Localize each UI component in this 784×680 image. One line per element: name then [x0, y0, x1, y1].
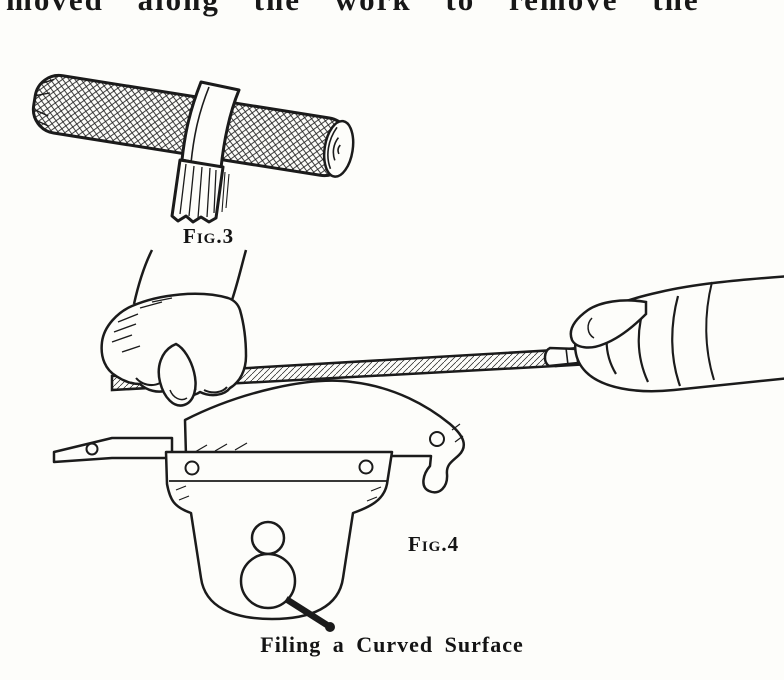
fig4-illustration — [52, 249, 784, 632]
file-handle-knob — [543, 346, 580, 368]
left-hand-shading — [111, 297, 173, 353]
workpiece-left-bar — [52, 436, 174, 464]
figure-caption: Filing a Curved Surface — [260, 632, 524, 657]
vise-screw-boss-small — [250, 520, 286, 556]
vise-screw-boss-large — [239, 552, 297, 610]
curved-workpiece — [183, 379, 466, 494]
right-thumb — [569, 299, 648, 349]
vise-jaw-bolt-right — [358, 459, 374, 475]
clipped-text-line: moved along the work to remove the — [0, 0, 784, 17]
left-wrist-lines — [132, 249, 248, 305]
fig3-label: Fig.3 — [183, 224, 235, 248]
bench-vise — [164, 450, 394, 632]
rod-sketch-edge — [34, 78, 55, 127]
vise-jaw-bolt-left — [184, 460, 200, 476]
clamp-band — [170, 80, 241, 224]
fig4-label: Fig.4 — [408, 532, 460, 556]
left-hand — [100, 249, 248, 407]
fig3-illustration — [31, 73, 355, 224]
vise-handle-rod — [284, 596, 329, 628]
right-hand — [569, 275, 784, 393]
left-thumb — [157, 342, 197, 407]
clipped-text-fragment: moved along the work to remove the — [0, 0, 784, 17]
right-wrist-crease — [705, 281, 715, 381]
